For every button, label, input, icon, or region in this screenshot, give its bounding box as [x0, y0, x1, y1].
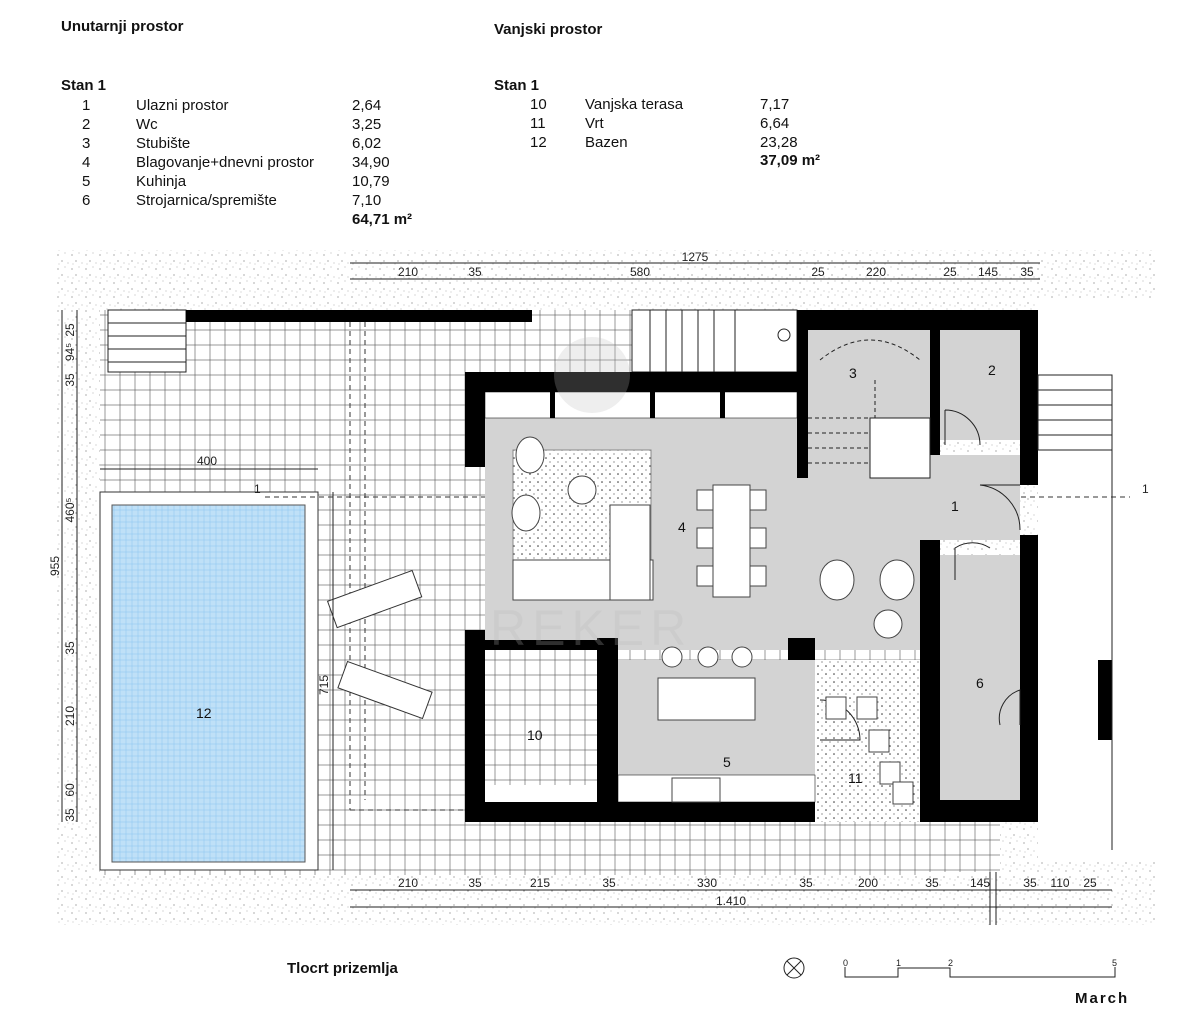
dimension-lines [61, 262, 1112, 908]
dim-bottom: 200 [858, 876, 878, 890]
interior-title: Unutarnji prostor [61, 18, 184, 35]
dim-top-total: 1275 [682, 250, 709, 264]
room-name: Vanjska terasa [585, 96, 684, 113]
author-label: March [1075, 990, 1130, 1007]
exterior-unit: Stan 1 [494, 77, 540, 94]
room-no: 6 [82, 192, 91, 209]
room-no: 10 [530, 96, 547, 113]
room-no: 12 [530, 134, 547, 151]
room-name: Vrt [585, 115, 604, 132]
dim-top: 25 [943, 265, 957, 279]
room-area: 6,02 [352, 135, 382, 152]
walls [465, 310, 1112, 822]
room-label-2: 2 [988, 362, 996, 378]
room-area: 23,28 [760, 134, 798, 151]
room-no: 3 [82, 135, 91, 152]
scale-tick: 5 [1112, 958, 1117, 968]
room-area: 6,64 [760, 115, 790, 132]
dim-bottom: 35 [468, 876, 482, 890]
room-6-floor [940, 555, 1020, 800]
room-name: Stubište [136, 135, 191, 152]
scale-tick: 1 [896, 958, 901, 968]
room-label-6: 6 [976, 675, 984, 691]
room-no: 11 [530, 115, 546, 132]
north-symbol-icon [783, 957, 805, 979]
room-name: Blagovanje+dnevni prostor [136, 154, 315, 171]
dim-left: 94⁵ [63, 343, 77, 361]
room-area: 7,10 [352, 192, 382, 209]
dim-left: 25 [63, 323, 77, 337]
room-2-floor [940, 330, 1020, 440]
dim-bottom: 35 [602, 876, 616, 890]
room-name: Wc [136, 116, 158, 133]
room-10-terrace [485, 660, 600, 775]
section-marker-right: 1 [1142, 482, 1149, 496]
scale-tick: 2 [948, 958, 953, 968]
dim-left: 460⁵ [63, 497, 77, 522]
room-label-4: 4 [678, 519, 686, 535]
dim-bottom: 330 [697, 876, 717, 890]
exterior-title: Vanjski prostor [494, 21, 603, 38]
dim-left: 35 [63, 808, 77, 822]
room-name: Strojarnica/spremište [136, 192, 277, 209]
dim-top: 210 [398, 265, 418, 279]
garden-wall [186, 310, 532, 322]
dim-top: 35 [468, 265, 482, 279]
room-no: 2 [82, 116, 91, 133]
dim-bottom: 35 [925, 876, 939, 890]
exterior-total: 37,09 m² [760, 152, 821, 169]
dim-left: 35 [63, 641, 77, 655]
section-marker-left: 1 [254, 482, 261, 496]
room-name: Ulazni prostor [136, 97, 229, 114]
dim-top: 25 [811, 265, 825, 279]
room-area: 3,25 [352, 116, 382, 133]
room-no: 1 [82, 97, 91, 114]
dim-bottom: 110 [1050, 876, 1069, 890]
dim-top: 35 [1020, 265, 1034, 279]
dim-pool: 400 [197, 454, 217, 468]
dim-bottom: 35 [799, 876, 813, 890]
room-label-12: 12 [196, 705, 212, 721]
dim-bottom: 145 [970, 876, 990, 890]
dim-top: 220 [866, 265, 886, 279]
interior-unit: Stan 1 [61, 77, 107, 94]
room-area: 7,17 [760, 96, 790, 113]
room-label-5: 5 [723, 754, 731, 770]
interior-total: 64,71 m² [352, 211, 413, 228]
room-name: Bazen [585, 134, 628, 151]
dim-left: 35 [63, 373, 77, 387]
room-area: 10,79 [352, 173, 390, 190]
room-1-floor [930, 455, 1020, 540]
room-no: 5 [82, 173, 91, 190]
room-label-1: 1 [951, 498, 959, 514]
dim-bottom: 210 [398, 876, 418, 890]
dim-left-total: 955 [48, 556, 62, 576]
dim-top: 580 [630, 265, 650, 279]
dim-top: 145 [978, 265, 998, 279]
room-label-10: 10 [527, 727, 543, 743]
room-no: 4 [82, 154, 91, 171]
room-label-11: 11 [848, 770, 863, 786]
dim-left: 210 [63, 706, 77, 726]
dim-bottom-total: 1.410 [716, 894, 746, 908]
room-area: 34,90 [352, 154, 390, 171]
room-label-3: 3 [849, 365, 857, 381]
dim-bottom: 215 [530, 876, 550, 890]
scale-bar [844, 967, 1116, 978]
dim-left: 60 [63, 783, 77, 797]
dining-table [712, 484, 751, 598]
dim-bottom: 35 [1023, 876, 1037, 890]
plan-title: Tlocrt prizemlja [287, 960, 398, 977]
room-area: 2,64 [352, 97, 382, 114]
scale-tick: 0 [843, 958, 848, 968]
room-name: Kuhinja [136, 173, 187, 190]
dim-bottom: 25 [1083, 876, 1097, 890]
watermark: REKER [490, 600, 692, 656]
pool [111, 504, 306, 863]
dim-side: 715 [317, 675, 331, 695]
